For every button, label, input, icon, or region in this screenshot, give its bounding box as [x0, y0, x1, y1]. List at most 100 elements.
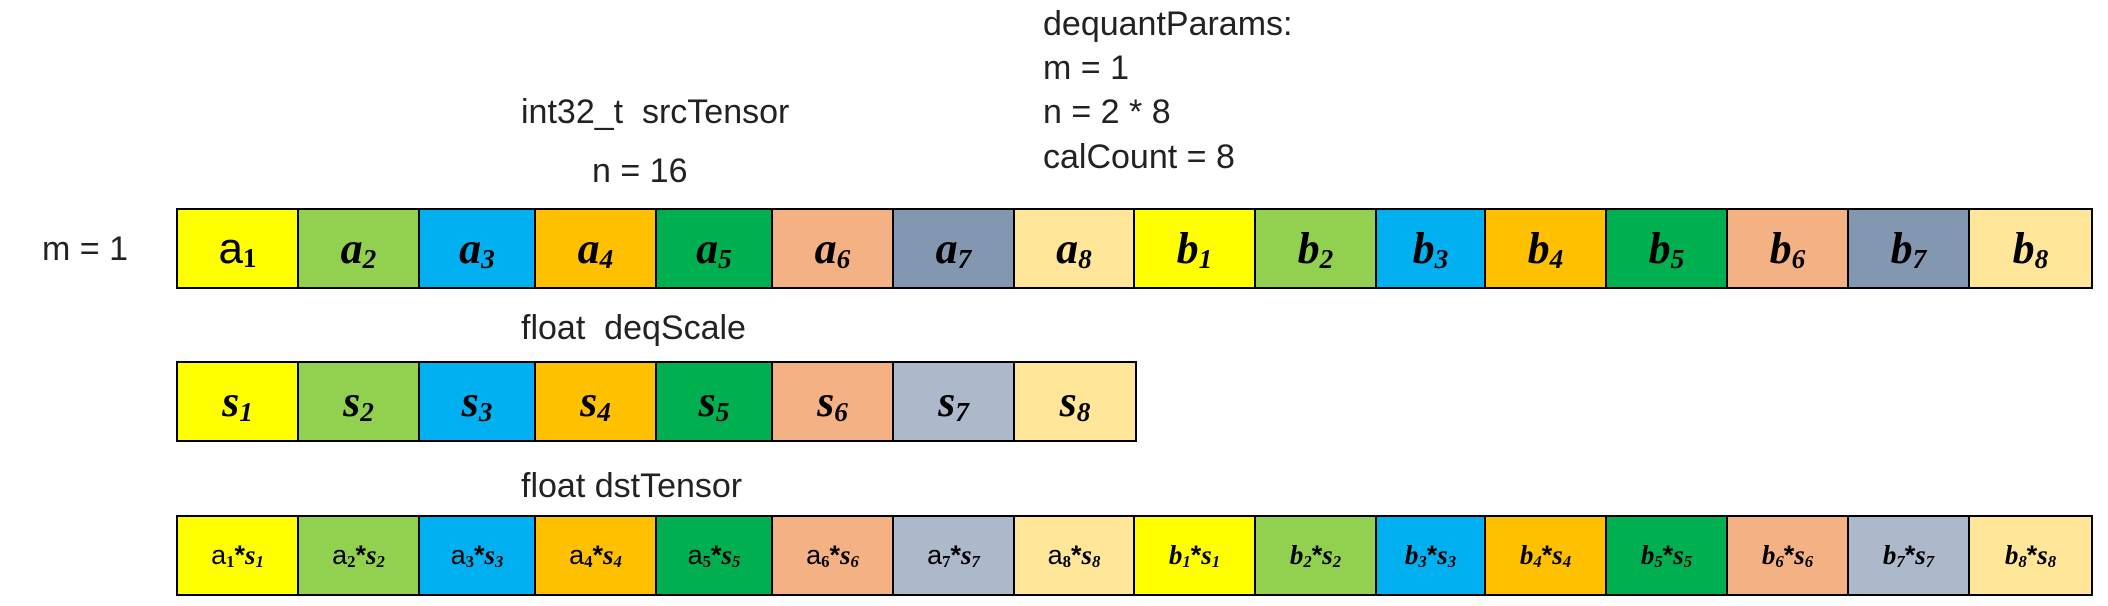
multiply-operator: * [474, 540, 485, 570]
src-symbol: a8 [1047, 540, 1071, 571]
src-symbol: b1 [1176, 224, 1213, 274]
src-cell-a5: a5 [657, 210, 773, 287]
param-calcount-label: calCount = 8 [1043, 138, 1235, 176]
src-symbol: b5 [1640, 540, 1663, 571]
src-tensor-label: int32_t srcTensor [521, 93, 790, 131]
src-cell-b7: b7 [1849, 210, 1970, 287]
multiply-operator: * [1783, 540, 1795, 570]
src-cell-b4: b4 [1486, 210, 1607, 287]
src-symbol: a2 [340, 224, 377, 274]
scale-symbol: s5 [721, 540, 741, 571]
deq-scale-label: float deqScale [521, 309, 746, 347]
scale-symbol: s1 [245, 540, 264, 571]
scale-cell-s3: s3 [420, 363, 536, 440]
scale-cell-s6: s6 [773, 363, 894, 440]
src-cell-b8: b8 [1970, 210, 2091, 287]
multiply-operator: * [1190, 540, 1202, 570]
src-symbol: a8 [1056, 224, 1092, 274]
src-cell-a4: a4 [536, 210, 657, 287]
multiply-operator: * [1311, 540, 1323, 570]
src-cell-b3: b3 [1377, 210, 1486, 287]
src-symbol: b2 [1289, 540, 1312, 571]
dst-cell-b5-s5: b5*s5 [1607, 517, 1728, 594]
scale-symbol: s3 [1437, 540, 1457, 571]
src-symbol: b6 [1761, 540, 1784, 571]
src-cell-a3: a3 [420, 210, 536, 287]
scale-cell-s5: s5 [657, 363, 773, 440]
src-symbol: b8 [2012, 224, 2049, 274]
scale-cell-s2: s2 [299, 363, 420, 440]
src-symbol: a6 [814, 224, 851, 274]
scale-symbol: s6 [817, 377, 848, 427]
src-cell-a7: a7 [894, 210, 1015, 287]
scale-symbol: s5 [1673, 540, 1693, 571]
src-symbol: a4 [577, 224, 614, 274]
multiply-operator: * [1662, 540, 1674, 570]
dst-cell-a6-s6: a6*s6 [773, 517, 894, 594]
dst-cell-a5-s5: a5*s5 [657, 517, 773, 594]
src-n-label: n = 16 [592, 152, 688, 190]
src-symbol: a2 [332, 540, 356, 571]
scale-symbol: s4 [580, 377, 611, 427]
src-symbol: a3 [459, 224, 495, 274]
scale-symbol: s7 [1915, 540, 1935, 571]
scale-cell-s4: s4 [536, 363, 657, 440]
src-symbol: b3 [1412, 224, 1449, 274]
src-symbol: a3 [450, 540, 474, 571]
dst-cell-b8-s8: b8*s8 [1970, 517, 2091, 594]
multiply-operator: * [829, 540, 841, 570]
scale-symbol: s4 [1552, 540, 1572, 571]
dst-cell-b7-s7: b7*s7 [1849, 517, 1970, 594]
dst-cell-a8-s8: a8*s8 [1015, 517, 1135, 594]
dst-cell-b6-s6: b6*s6 [1728, 517, 1849, 594]
src-symbol: a7 [927, 540, 951, 571]
multiply-operator: * [1071, 540, 1082, 570]
scale-symbol: s3 [484, 540, 504, 571]
multiply-operator: * [2026, 540, 2038, 570]
src-symbol: b4 [1519, 540, 1542, 571]
src-symbol: a1 [211, 540, 235, 571]
src-symbol: a6 [806, 540, 830, 571]
scale-cell-s7: s7 [894, 363, 1015, 440]
src-symbol: b5 [1648, 224, 1685, 274]
src-symbol: a5 [687, 540, 711, 571]
scale-symbol: s1 [1201, 540, 1221, 571]
src-symbol: a7 [935, 224, 972, 274]
src-cell-a1: a1 [178, 210, 299, 287]
dst-cell-b3-s3: b3*s3 [1377, 517, 1486, 594]
multiply-operator: * [592, 540, 604, 570]
src-cell-b5: b5 [1607, 210, 1728, 287]
dst-cell-a1-s1: a1*s1 [178, 517, 299, 594]
src-cell-a6: a6 [773, 210, 894, 287]
src-symbol: b4 [1527, 224, 1564, 274]
multiply-operator: * [711, 540, 722, 570]
src-cell-b1: b1 [1135, 210, 1256, 287]
scale-symbol: s2 [343, 377, 374, 427]
multiply-operator: * [1541, 540, 1553, 570]
src-cell-a2: a2 [299, 210, 420, 287]
scale-symbol: s3 [461, 377, 493, 427]
src-symbol: b7 [1890, 224, 1927, 274]
src-symbol: a4 [569, 540, 593, 571]
src-symbol: b8 [2004, 540, 2027, 571]
scale-symbol: s8 [1081, 540, 1101, 571]
src-symbol: b6 [1769, 224, 1806, 274]
row-m-label: m = 1 [42, 230, 128, 268]
dst-cell-a4-s4: a4*s4 [536, 517, 657, 594]
src-cell-a8: a8 [1015, 210, 1135, 287]
dst-cell-a2-s2: a2*s2 [299, 517, 420, 594]
param-m-label: m = 1 [1043, 49, 1129, 87]
multiply-operator: * [1426, 540, 1438, 570]
scale-cell-s1: s1 [178, 363, 299, 440]
scale-symbol: s2 [366, 540, 385, 571]
dst-cell-a7-s7: a7*s7 [894, 517, 1015, 594]
scale-symbol: s5 [698, 377, 730, 427]
scale-symbol: s6 [1794, 540, 1814, 571]
dst-cell-b1-s1: b1*s1 [1135, 517, 1256, 594]
src-symbol: b3 [1404, 540, 1427, 571]
src-cell-b6: b6 [1728, 210, 1849, 287]
src-symbol: b1 [1168, 540, 1191, 571]
multiply-operator: * [355, 540, 367, 570]
